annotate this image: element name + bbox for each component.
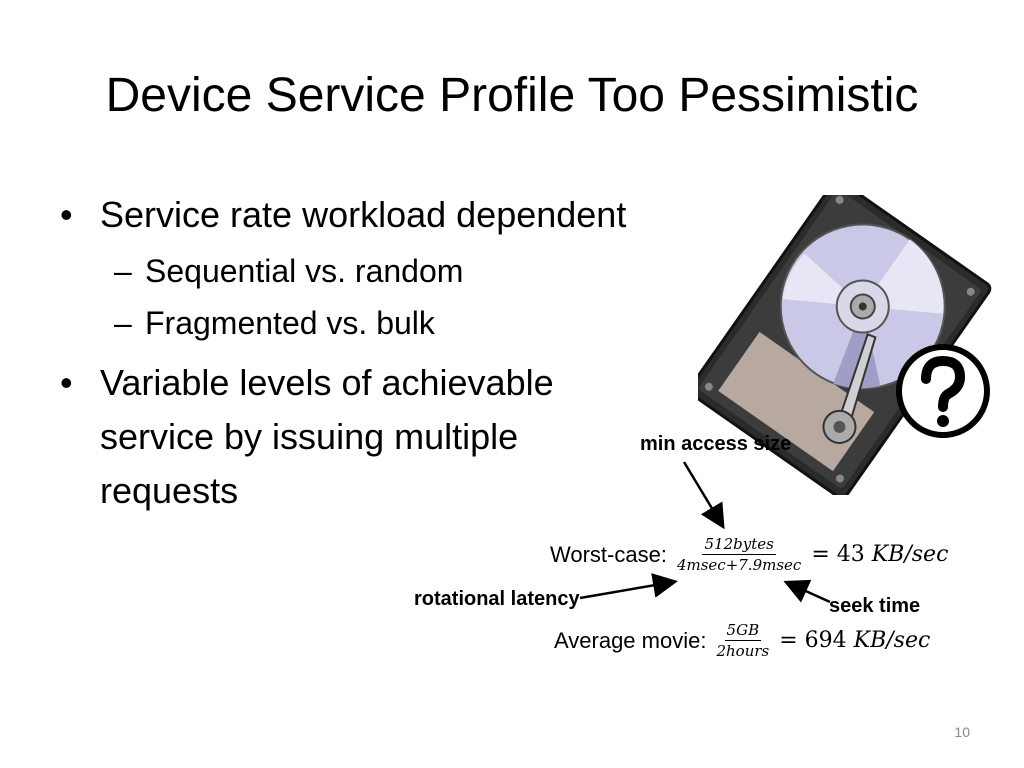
rotational-latency-arrow bbox=[579, 573, 678, 600]
average-movie-numerator: 5GB bbox=[724, 621, 762, 641]
average-movie-prefix: Average movie: bbox=[554, 627, 707, 653]
average-movie-unit: KB/sec bbox=[853, 628, 931, 653]
bullet-item-1: • Service rate workload dependent bbox=[60, 188, 660, 242]
average-movie-denominator: 2hours bbox=[716, 642, 770, 660]
bullet-text-2: Variable levels of achievable service by… bbox=[100, 362, 554, 511]
average-movie-fraction: 5GB 2hours bbox=[714, 620, 771, 661]
worst-case-result: = 43 KB/sec bbox=[811, 542, 948, 567]
sub-bullet-text-2: Fragmented vs. bulk bbox=[145, 305, 435, 341]
page-number: 10 bbox=[954, 724, 970, 740]
seek-time-arrow bbox=[783, 579, 831, 604]
sub-bullet-marker: – bbox=[114, 305, 132, 341]
worst-case-equation: Worst-case: 512bytes 4msec+7.9msec = 43 … bbox=[550, 534, 948, 575]
worst-case-unit: KB/sec bbox=[871, 542, 949, 567]
bullet-marker: • bbox=[60, 362, 73, 403]
sub-bullet-marker: – bbox=[114, 253, 132, 289]
bullet-item-2: • Variable levels of achievable service … bbox=[60, 356, 660, 518]
worst-case-numerator: 512bytes bbox=[702, 535, 776, 555]
sub-bullet-text-1: Sequential vs. random bbox=[145, 253, 464, 289]
bullet-list: • Service rate workload dependent – Sequ… bbox=[60, 188, 660, 518]
sub-bullet-2: – Fragmented vs. bulk bbox=[60, 300, 660, 346]
worst-case-prefix: Worst-case: bbox=[550, 541, 667, 567]
bullet-marker: • bbox=[60, 194, 73, 235]
bullet-text-1: Service rate workload dependent bbox=[100, 194, 627, 235]
rotational-latency-label: rotational latency bbox=[414, 588, 580, 610]
seek-time-label: seek time bbox=[829, 595, 921, 617]
worst-case-fraction: 512bytes 4msec+7.9msec bbox=[675, 534, 803, 575]
worst-case-denominator: 4msec+7.9msec bbox=[676, 556, 802, 574]
average-movie-value: = 694 bbox=[779, 628, 847, 653]
sub-bullet-1: – Sequential vs. random bbox=[60, 248, 660, 294]
average-movie-equation: Average movie: 5GB 2hours = 694 KB/sec bbox=[554, 620, 930, 661]
min-access-label: min access size bbox=[640, 433, 792, 455]
average-movie-result: = 694 KB/sec bbox=[779, 628, 930, 653]
worst-case-value: = 43 bbox=[811, 542, 865, 567]
question-mark-icon bbox=[896, 344, 990, 438]
hard-drive-icon bbox=[698, 195, 992, 495]
slide-title: Device Service Profile Too Pessimistic bbox=[105, 69, 919, 122]
